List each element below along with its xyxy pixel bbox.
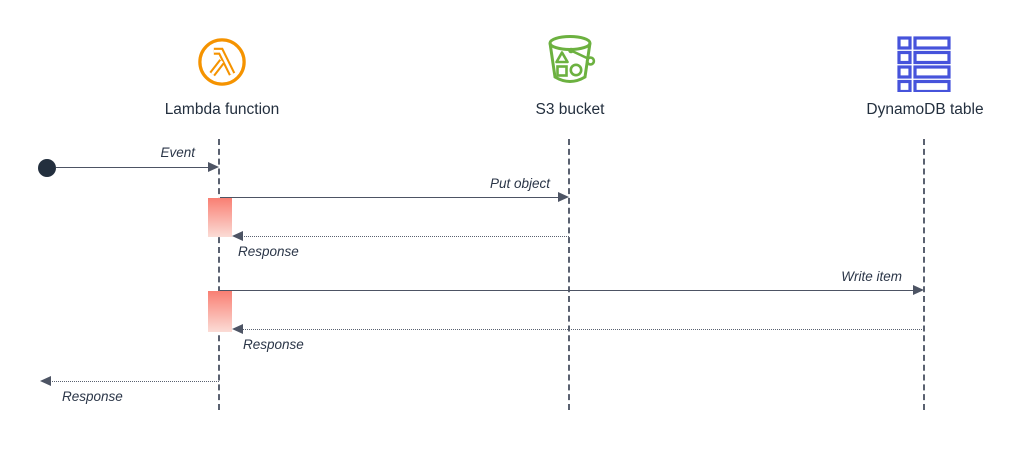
lifeline-s3 (568, 139, 570, 410)
message-label-write-item: Write item (841, 269, 902, 284)
message-line-response-dynamodb (242, 329, 924, 330)
activation-bar-1 (208, 198, 232, 237)
actor-label-dynamodb: DynamoDB table (866, 101, 984, 118)
message-label-response-s3: Response (238, 244, 299, 259)
arrowhead-write-item (913, 285, 924, 295)
message-label-response-dynamodb: Response (243, 337, 304, 352)
arrowhead-response-s3 (232, 231, 243, 241)
message-line-response-final (50, 381, 219, 382)
message-line-event (56, 167, 211, 168)
dynamodb-table-icon (897, 36, 951, 92)
message-line-write-item (220, 290, 915, 291)
lambda-icon (198, 38, 246, 86)
actor-label-s3: S3 bucket (535, 101, 605, 118)
message-label-put-object: Put object (489, 176, 550, 191)
lifeline-dynamodb (923, 139, 925, 410)
message-line-put-object (220, 197, 560, 198)
arrowhead-response-dynamodb (232, 324, 243, 334)
arrowhead-put-object (558, 192, 569, 202)
arrowhead-response-final (40, 376, 51, 386)
activation-bar-2 (208, 291, 232, 332)
message-label-event: Event (160, 145, 195, 160)
message-label-response-final: Response (62, 389, 123, 404)
s3-bucket-icon (548, 35, 596, 83)
message-line-response-s3 (242, 236, 569, 237)
actor-label-lambda: Lambda function (164, 101, 280, 118)
lifeline-lambda (218, 139, 220, 410)
start-node (38, 159, 56, 177)
arrowhead-event (208, 162, 219, 172)
